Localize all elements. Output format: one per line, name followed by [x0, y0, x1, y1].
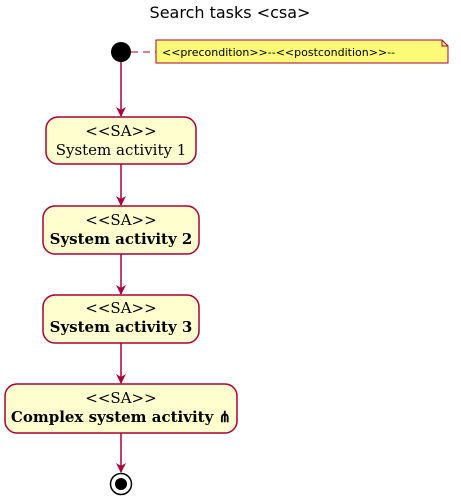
- activity-stereotype: <<SA>>: [85, 122, 156, 140]
- activity-stereotype: <<SA>>: [85, 211, 156, 229]
- note-shape: [155, 39, 449, 64]
- note: <<precondition>>--<<postcondition>>--: [155, 39, 449, 64]
- activity-stereotype: <<SA>>: [85, 299, 156, 317]
- diagram-title: Search tasks <csa>: [150, 3, 311, 22]
- start-node: [111, 42, 131, 62]
- activity-label: System activity 1: [56, 141, 187, 159]
- note-corner: [441, 40, 448, 47]
- note-text: <<precondition>>--<<postcondition>>--: [162, 46, 395, 59]
- activity-3: <<SA>> System activity 3: [42, 294, 200, 344]
- activity-4: <<SA>> Complex system activity ⋔: [4, 383, 238, 434]
- end-node: [109, 472, 133, 496]
- activity-2: <<SA>> System activity 2: [42, 205, 200, 255]
- activity-label: System activity 2: [50, 230, 193, 248]
- activity-stereotype: <<SA>>: [85, 389, 156, 407]
- activity-label: System activity 3: [50, 318, 193, 336]
- activity-label: Complex system activity ⋔: [11, 408, 231, 426]
- end-node-inner: [115, 478, 127, 490]
- activity-1: <<SA>> System activity 1: [45, 116, 197, 165]
